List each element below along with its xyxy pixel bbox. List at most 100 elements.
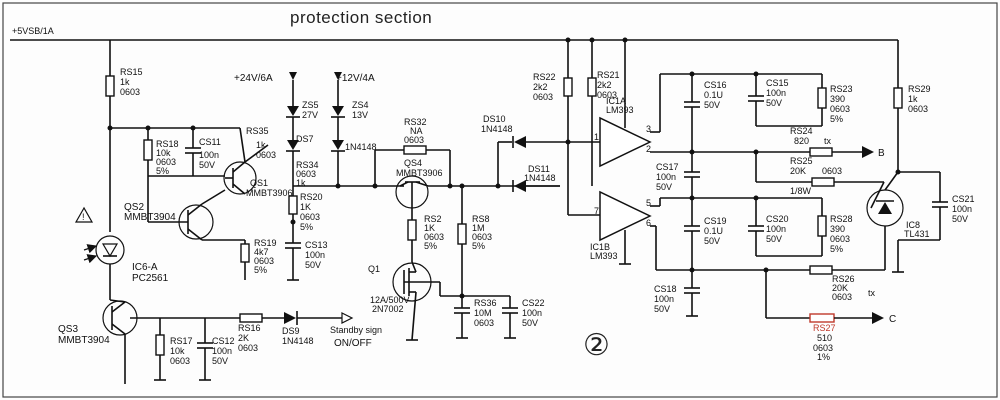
rs16-name: RS16	[238, 323, 261, 333]
rs19-tol: 5%	[254, 265, 267, 275]
resistor-rs23	[817, 87, 827, 109]
rs17-name: RS17	[170, 336, 193, 346]
rs18-pkg: 0603	[156, 157, 176, 167]
standby-label: Standby sign	[330, 325, 382, 335]
rs26-note: tx	[868, 288, 876, 298]
v24-label: +24V/6A	[234, 73, 273, 84]
q1-name: Q1	[368, 264, 380, 274]
cs22-volt: 50V	[522, 318, 538, 328]
resistor-rs18	[143, 139, 153, 161]
cs13-volt: 50V	[305, 260, 321, 270]
rs19-pkg: 0603	[254, 256, 274, 266]
junction	[565, 37, 571, 43]
wire	[884, 171, 899, 191]
connector-arrow-icon	[341, 312, 354, 324]
rs22-pkg: 0603	[533, 92, 553, 102]
cs12-value: 100n	[212, 346, 232, 356]
resistor-rs28	[817, 215, 827, 237]
ic1a-name: IC1A	[606, 96, 626, 106]
ic1b-name: IC1B	[590, 242, 610, 252]
diode-ds8	[332, 140, 344, 150]
rs29-value: 1k	[908, 94, 918, 104]
diode-ds10	[514, 136, 526, 148]
diode-ds9	[284, 312, 296, 324]
zs4-name: ZS4	[352, 100, 369, 110]
wire	[111, 323, 126, 335]
q1-part2: 2N7002	[372, 304, 404, 314]
resistor-rs17	[155, 334, 165, 356]
rs25-pkg: 0603	[822, 166, 842, 176]
cs16-value: 0.1U	[704, 90, 723, 100]
cs20-volt: 50V	[766, 234, 782, 244]
qs3-part: MMBT3904	[58, 335, 110, 346]
cs18-volt: 50V	[654, 304, 670, 314]
ds11-part: 1N4148	[524, 173, 556, 183]
cs13-value: 100n	[305, 250, 325, 260]
rs25-power: 1/8W	[790, 186, 812, 196]
rs29-name: RS29	[908, 84, 931, 94]
ic6-name: IC6-A	[132, 262, 158, 273]
rs20-value: 1K	[300, 202, 311, 212]
led-icon	[101, 243, 119, 258]
rs8-name: RS8	[472, 214, 490, 224]
resistor-rs22	[563, 77, 573, 97]
light-arrow-icon	[83, 244, 98, 254]
rs2-tol: 5%	[424, 241, 437, 251]
resistor-rs2	[407, 219, 417, 241]
pin-label: 6	[646, 218, 651, 228]
zs4-value: 13V	[352, 110, 368, 120]
rs34-value: 1k	[296, 178, 306, 188]
rs15-name: RS15	[120, 67, 143, 77]
comparator-ic1b	[599, 190, 652, 242]
rs20-pkg: 0603	[300, 212, 320, 222]
resistor-rs15	[105, 75, 115, 97]
junction	[565, 139, 571, 145]
rs19-value: 4k7	[254, 247, 269, 257]
wire	[111, 301, 126, 313]
rs20-tol: 5%	[300, 222, 313, 232]
ds11-name: DS11	[528, 164, 550, 174]
rs16-value: 2K	[238, 333, 249, 343]
rs26-name: RS26	[832, 274, 855, 284]
ds9-name: DS9	[282, 326, 300, 336]
cs21-value: 100n	[952, 204, 972, 214]
resistor-rs19	[240, 243, 250, 263]
rs25-name: RS25	[790, 156, 813, 166]
rs23-value: 390	[830, 94, 845, 104]
rs17-value: 10k	[170, 346, 185, 356]
rs27-pkg: 0603	[813, 343, 833, 353]
cs18-name: CS18	[654, 284, 677, 294]
cs19-volt: 50V	[704, 236, 720, 246]
cs20-value: 100n	[766, 224, 786, 234]
ic8-part: TL431	[904, 229, 930, 239]
junction	[495, 183, 501, 189]
rs17-pkg: 0603	[170, 356, 190, 366]
junction	[335, 183, 341, 189]
qs1-name: QS1	[250, 178, 268, 188]
cs15-volt: 50V	[766, 98, 782, 108]
rs24-note: tx	[824, 136, 832, 146]
qs3-name: QS3	[58, 324, 78, 335]
rs26-pkg: 0603	[832, 292, 852, 302]
junction	[447, 183, 453, 189]
pin-label: 3	[646, 124, 651, 134]
wire	[415, 181, 429, 187]
wire	[232, 183, 246, 195]
rs21-pkg: 0603	[597, 90, 617, 100]
wire	[187, 228, 203, 241]
rs15-value: 1k	[120, 77, 130, 87]
rs29-pkg: 0603	[908, 104, 928, 114]
warning-icon	[74, 206, 94, 223]
connector-arrow-icon	[862, 146, 874, 158]
light-arrow-icon	[83, 254, 98, 264]
c-label: C	[889, 314, 896, 325]
ds8-part: 1N4148	[345, 142, 377, 152]
rs15-pkg: 0603	[120, 87, 140, 97]
cs11-value: 100n	[199, 150, 219, 160]
cs11-volt: 50V	[199, 160, 215, 170]
wire	[244, 144, 269, 163]
rs35-name: RS35	[246, 126, 269, 136]
rs24-value: 820	[794, 136, 809, 146]
cs12-name: CS12	[212, 336, 235, 346]
